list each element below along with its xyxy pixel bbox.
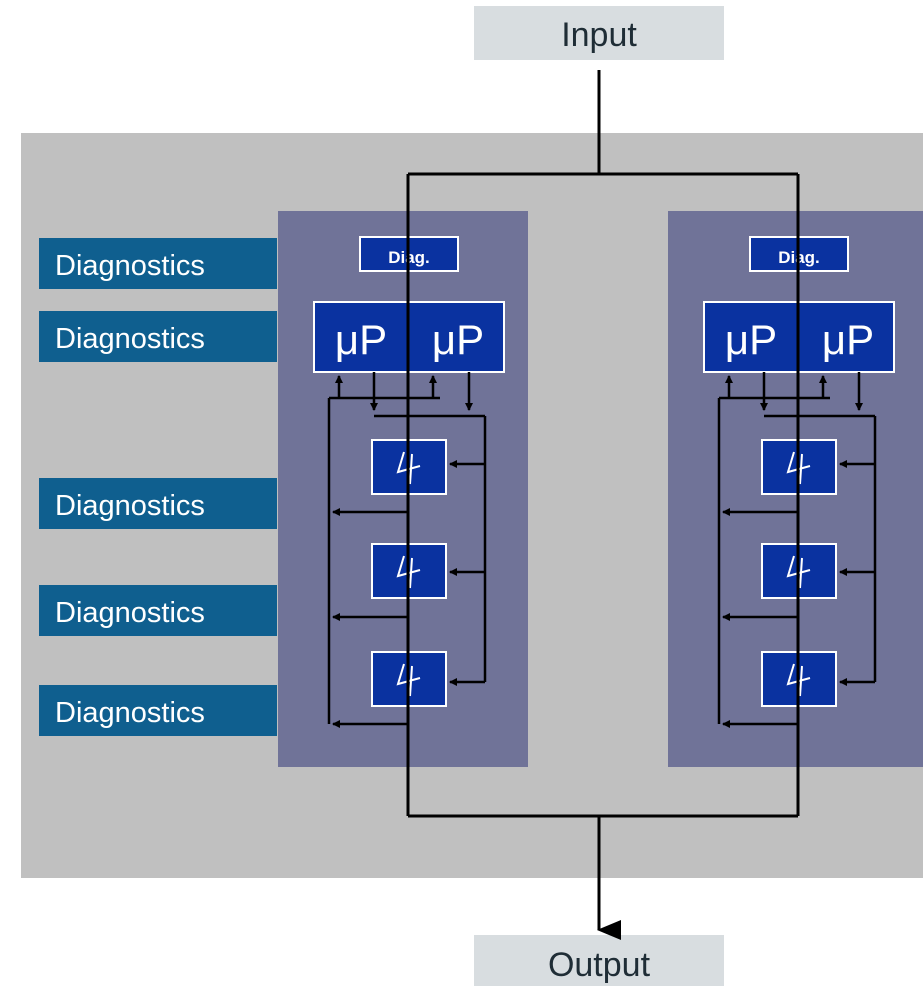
diagnostics-label: Diagnostics [55, 597, 205, 629]
channel-a: Diag. μP μP [313, 174, 505, 816]
processor-label: μP [822, 316, 874, 363]
diagnostics-label: Diagnostics [55, 323, 205, 355]
diagnostics-label: Diagnostics [55, 490, 205, 522]
channel-b: Diag. μP μP [703, 174, 895, 816]
processor-label: μP [432, 316, 484, 363]
processor-label: μP [725, 316, 777, 363]
diagnostics-label: Diagnostics [55, 697, 205, 729]
diagnostics-tag: Diagnostics [39, 311, 277, 362]
diagnostics-tag: Diagnostics [39, 478, 277, 529]
processor-label: μP [335, 316, 387, 363]
diagnostics-tag: Diagnostics [39, 238, 277, 289]
switch-icon [786, 555, 811, 589]
switch-icon [786, 451, 811, 485]
switch-icon [396, 555, 421, 589]
output-box: Output [474, 935, 724, 986]
switch-icon [396, 451, 421, 485]
switch-icon [396, 663, 421, 697]
diagnostics-label: Diagnostics [55, 250, 205, 282]
input-box: Input [474, 6, 724, 60]
input-label: Input [561, 16, 637, 54]
diagnostics-tag: Diagnostics [39, 585, 277, 636]
diagnostics-tag: Diagnostics [39, 685, 277, 736]
output-label: Output [548, 946, 651, 984]
diagnostics-tags: Diagnostics Diagnostics Diagnostics Diag… [39, 238, 277, 736]
switch-icon [786, 663, 811, 697]
